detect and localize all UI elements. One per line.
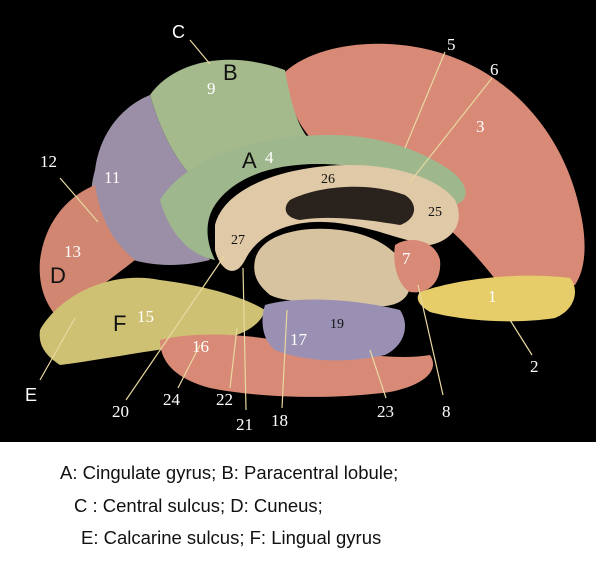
region-seven [394,240,441,293]
label-17: 17 [290,330,308,349]
occipital-region [39,185,135,320]
leader-6 [409,77,493,183]
label-5: 5 [447,35,456,54]
label-27: 27 [231,233,245,248]
thalamus-region [254,228,411,307]
label-12: 12 [40,152,57,171]
caption-line-2: C : Central sulcus; D: Cuneus; [74,495,323,516]
label-1: 1 [488,287,497,306]
leader-E [39,317,76,381]
label-3: 3 [476,117,485,136]
lateral-ventricle [285,186,415,225]
label-7: 7 [402,249,411,268]
leader-C [189,39,211,65]
label-letter-e: E [25,385,37,405]
brain-illustration: C B A D F E 1 2 3 4 5 6 7 8 9 11 12 13 1… [25,22,585,434]
label-23: 23 [377,402,394,421]
caption-line-1: A: Cingulate gyrus; B: Paracentral lobul… [60,462,399,483]
label-15: 15 [137,307,154,326]
label-16: 16 [192,337,209,356]
label-4: 4 [265,148,274,167]
label-25: 25 [428,205,442,220]
label-letter-a: A [242,148,257,173]
inferior-temporal-region [160,334,434,397]
label-8: 8 [442,402,451,421]
leader-22 [229,327,238,389]
leader-2 [509,319,533,356]
leader-20 [125,254,226,401]
parahippocampal-region [262,299,405,361]
leader-12 [59,177,99,223]
leader-lines [39,39,533,411]
label-letter-c: C [172,22,185,42]
label-13: 13 [64,242,81,261]
caption-line-3: E: Calcarine sulcus; F: Lingual gyrus [81,527,382,548]
leader-21 [242,267,247,411]
leader-24 [177,344,201,389]
leader-5 [404,51,446,149]
leader-18 [281,309,288,409]
label-letter-f: F [113,311,126,336]
label-22: 22 [216,390,233,409]
label-11: 11 [104,168,120,187]
leader-23 [369,349,387,399]
brain-medial-photo: C B A D F E 1 2 3 4 5 6 7 8 9 11 12 13 1… [0,0,596,442]
label-6: 6 [490,60,499,79]
lingual-region [39,277,265,365]
label-24: 24 [163,390,181,409]
label-letter-b: B [223,60,238,85]
label-letter-d: D [50,263,66,288]
label-19: 19 [330,317,344,332]
label-26: 26 [321,172,335,187]
label-20: 20 [112,402,129,421]
cingulate-region [160,135,466,260]
label-2: 2 [530,357,539,376]
label-21: 21 [236,415,253,434]
leader-8 [417,284,444,396]
orbital-region [417,275,575,322]
label-18: 18 [271,411,288,430]
label-9: 9 [207,79,216,98]
